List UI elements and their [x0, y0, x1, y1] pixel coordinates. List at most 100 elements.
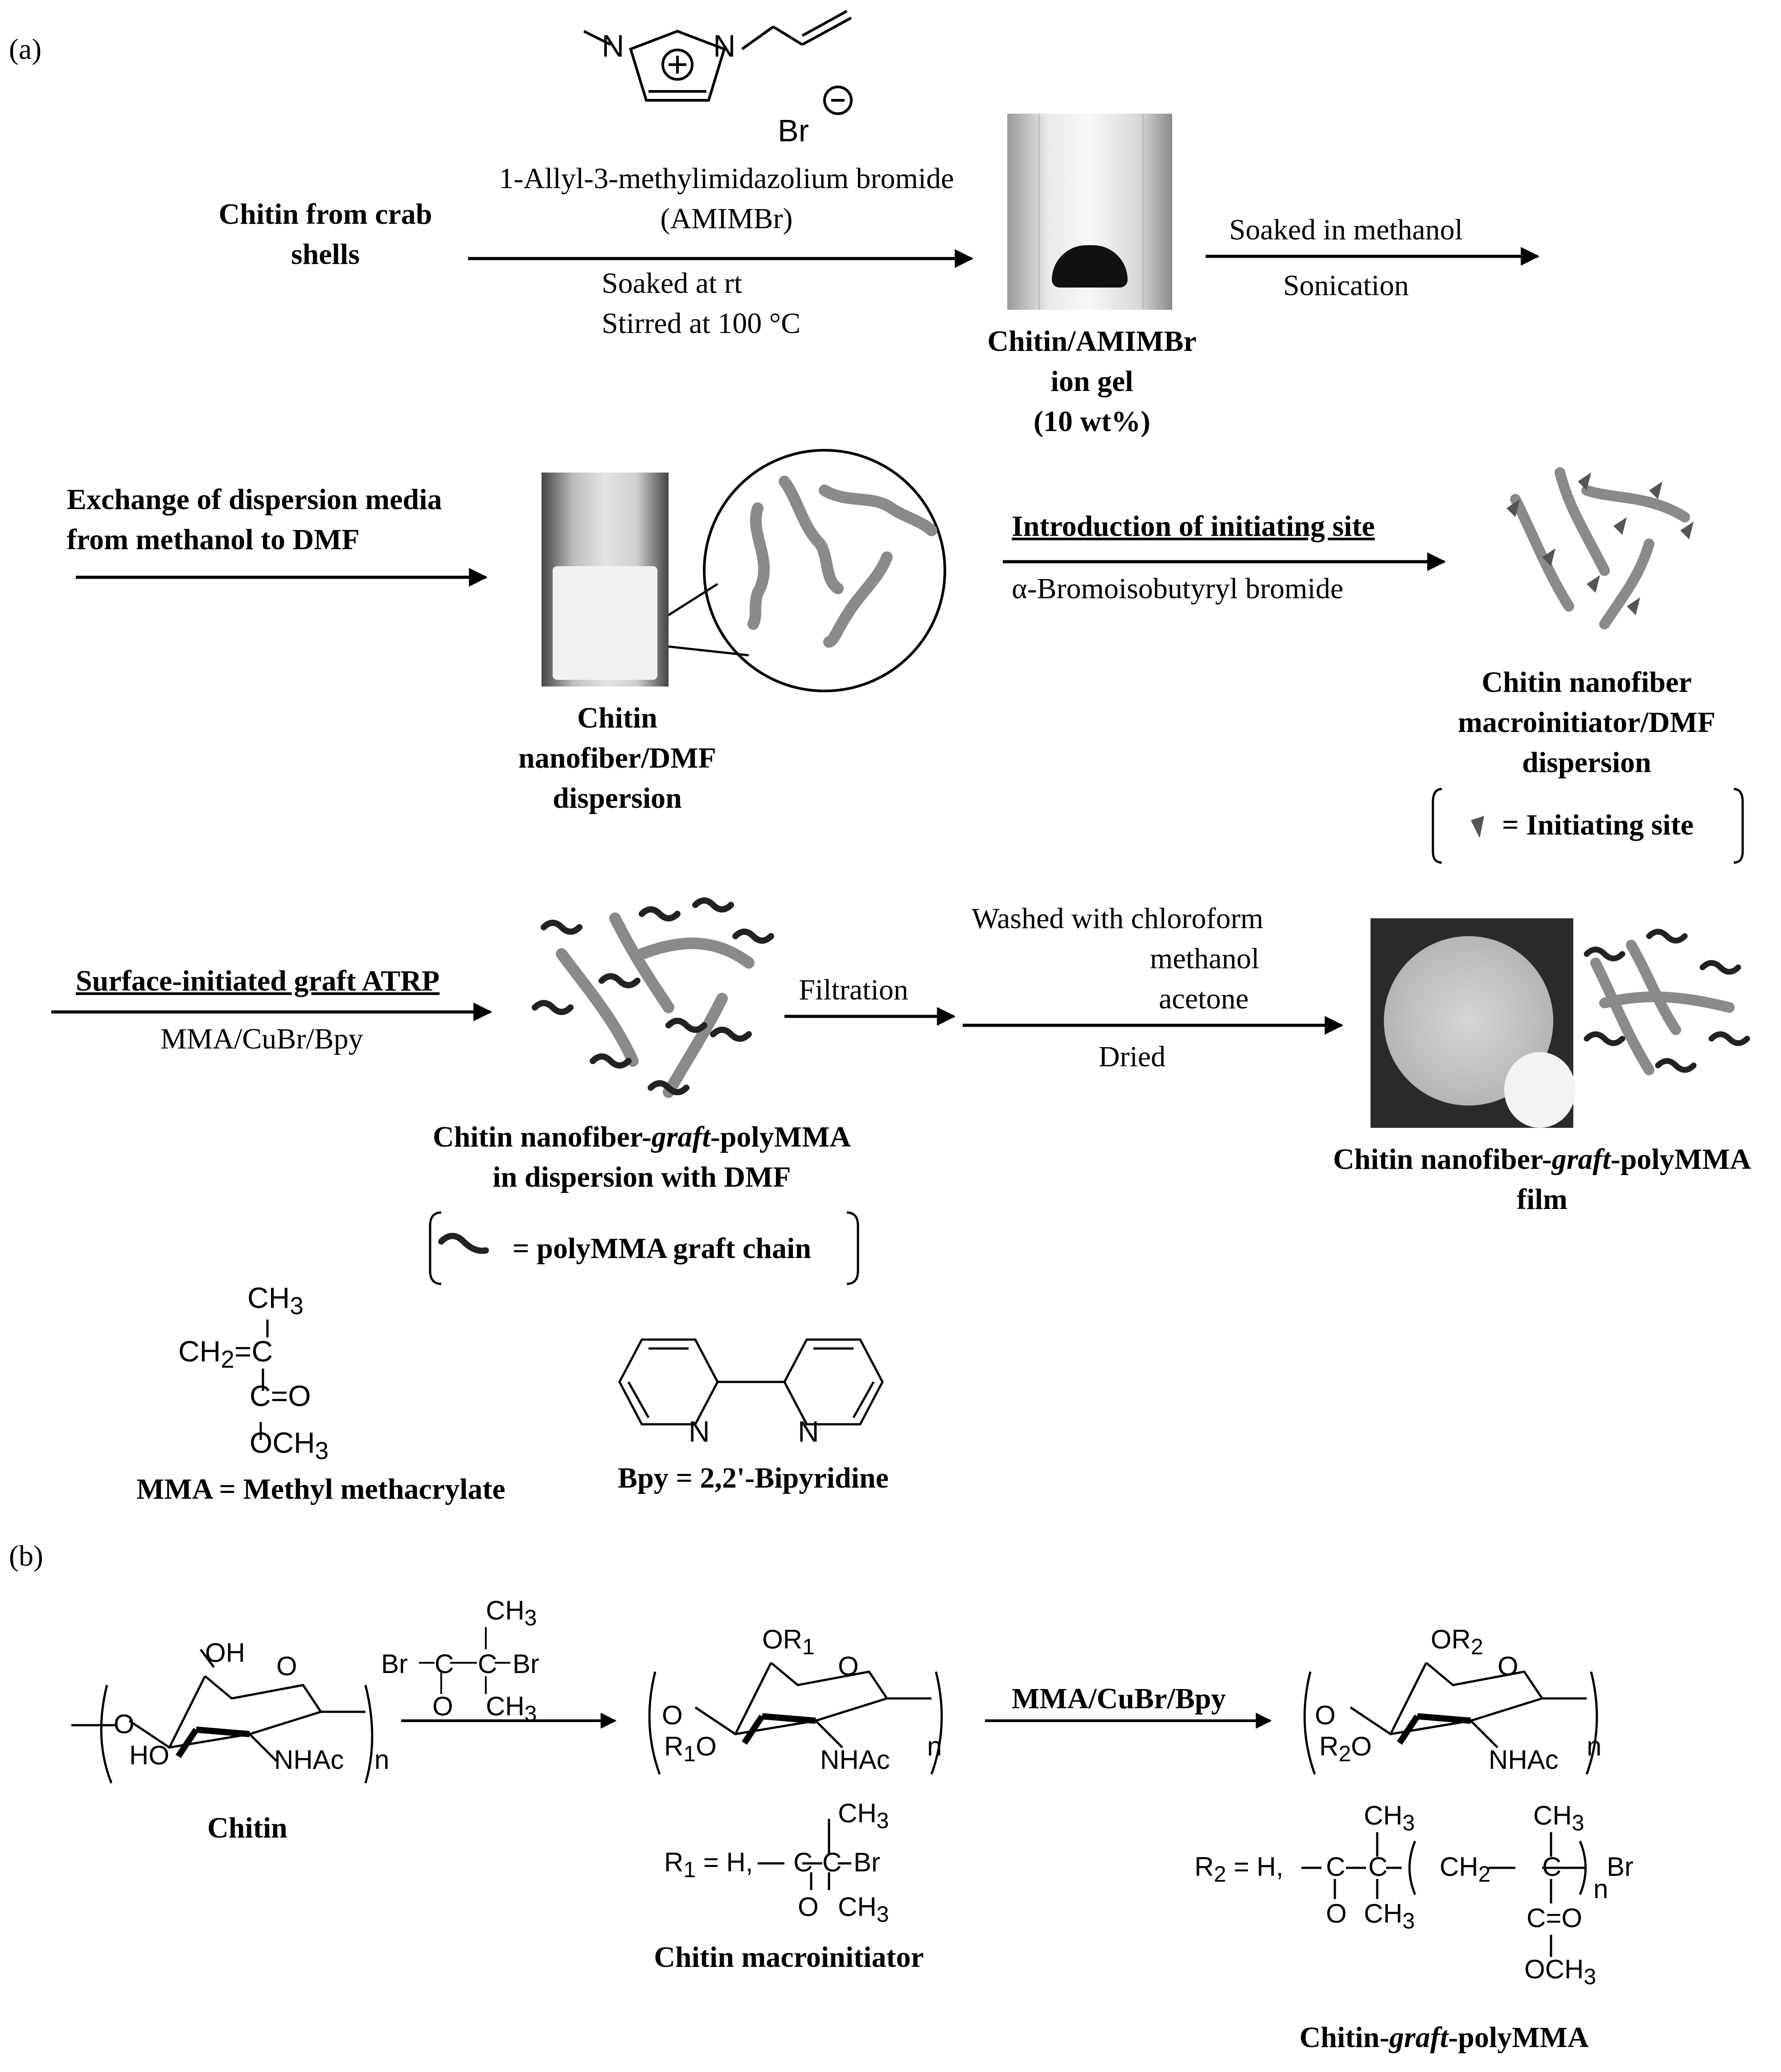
- reagent-ch3-top: CH3: [486, 1595, 537, 1630]
- r1-ch3-top: CH3: [838, 1798, 889, 1833]
- mma-ch2: CH2=C: [178, 1335, 273, 1373]
- macroinitiator-caption: Chitin macroinitiator: [654, 1941, 924, 1973]
- r2-ch3-bottom: CH3: [1364, 1899, 1415, 1933]
- graft-o-left: O: [1315, 1700, 1336, 1730]
- magnifier-circle: [703, 449, 946, 692]
- r1-o: O: [798, 1892, 819, 1922]
- dried-label: Dried: [1098, 1040, 1166, 1073]
- nanofibers: [747, 476, 937, 648]
- r2-ch3-top: CH3: [1364, 1801, 1415, 1835]
- graft-ring-o: O: [1498, 1651, 1518, 1681]
- macroinitiator-ring: [648, 1662, 943, 1890]
- chitin-o-left: O: [114, 1709, 135, 1739]
- step2-top: Soaked in methanol: [1229, 214, 1463, 246]
- macro-nhac: NHAc: [820, 1745, 890, 1775]
- graft-chain-icon: [438, 1233, 489, 1254]
- reagent-ch3-bottom: CH3: [486, 1691, 537, 1726]
- mma-structure: [259, 1320, 269, 1440]
- amimbr-n1: N: [602, 29, 624, 63]
- amimbr-abbr: (AMIMBr): [660, 202, 793, 235]
- r2-ch2: CH2: [1440, 1852, 1491, 1887]
- filtration-label: Filtration: [799, 974, 908, 1006]
- r2-n: n: [1593, 1874, 1609, 1904]
- graft-r2o: R2O: [1319, 1731, 1372, 1766]
- macroinitiator-fibers: [1506, 467, 1694, 629]
- mma-och3: OCH3: [250, 1426, 329, 1465]
- step1-condition1: Soaked at rt: [602, 267, 743, 300]
- start-material-line1: Chitin from crab: [218, 198, 432, 230]
- dmf-dispersion-line3: dispersion: [553, 782, 682, 814]
- r2-quaternary-c: C: [1368, 1852, 1388, 1882]
- reagent-br-left: Br: [381, 1649, 408, 1679]
- atrp-reagents: MMA/CuBr/Bpy: [160, 1023, 363, 1055]
- film-caption-line1: Chitin nanofiber-graft-polyMMA: [1333, 1143, 1752, 1176]
- reagent-br-right: Br: [513, 1649, 539, 1679]
- exchange-line2: from methanol to DMF: [67, 523, 360, 556]
- washed-line3: acetone: [1159, 983, 1249, 1015]
- r1-br: Br: [854, 1847, 880, 1877]
- reagent-quaternary-c: C: [478, 1649, 497, 1679]
- washed-line2: methanol: [1150, 942, 1260, 975]
- graft-ring: [1301, 1662, 1598, 1957]
- graft-nhac: NHAc: [1489, 1745, 1559, 1775]
- bpy-caption: Bpy = 2,2'-Bipyridine: [618, 1462, 889, 1494]
- graft-dispersion-line2: in dispersion with DMF: [492, 1161, 791, 1193]
- graft-or2: OR2: [1431, 1624, 1483, 1659]
- initiator-reagent: α-Bromoisobutyryl bromide: [1012, 572, 1344, 605]
- amimbr-n3: N: [713, 29, 736, 63]
- exchange-line1: Exchange of dispersion media: [67, 483, 442, 516]
- bpy-n-left: N: [689, 1415, 710, 1448]
- ion-gel-vial-photo: [1007, 114, 1172, 310]
- graft-dispersion-line1: Chitin nanofiber-graft-polyMMA: [432, 1121, 851, 1153]
- initiator-step-title: Introduction of initiating site: [1012, 510, 1375, 543]
- r1-carbonyl-c: C: [793, 1847, 813, 1877]
- panel-a-label: (a): [9, 33, 42, 66]
- washed-line1: Washed with chloroform: [972, 902, 1264, 935]
- r2-br-end: Br: [1607, 1852, 1633, 1882]
- macro-ring-o: O: [838, 1651, 859, 1681]
- bib-reagent: [419, 1627, 510, 1694]
- film-graft-bundle: [1584, 929, 1750, 1075]
- initiating-site-icon: [1471, 816, 1484, 838]
- reagent-o: O: [432, 1691, 453, 1721]
- dmf-dispersion-vial-photo: [542, 473, 669, 687]
- r2-carbonyl-c: C: [1326, 1852, 1346, 1882]
- film-photo: [1371, 918, 1576, 1128]
- macro-o-left: O: [662, 1700, 683, 1730]
- graft-caption: Chitin-graft-polyMMA: [1299, 2021, 1589, 2054]
- r1-ch3-bottom: CH3: [838, 1892, 889, 1927]
- ion-gel-line2: ion gel: [1051, 365, 1133, 398]
- mma-carbonyl: C=O: [250, 1379, 311, 1412]
- initiating-site-legend: = Initiating site: [1502, 809, 1694, 841]
- ion-gel-line3: (10 wt%): [1033, 405, 1151, 438]
- graft-chain-legend: = polyMMA graft chain: [513, 1232, 812, 1265]
- chitin-ring: [71, 1649, 373, 1784]
- chitin-n: n: [374, 1745, 390, 1775]
- r2-o: O: [1326, 1899, 1347, 1928]
- chitin-ho: HO: [129, 1740, 169, 1770]
- r1-definition: R1 = H,: [664, 1847, 753, 1882]
- atrp-step-title: Surface-initiated graft ATRP: [76, 965, 440, 997]
- mma-ch3-top: CH3: [247, 1281, 304, 1320]
- dmf-dispersion-line1: Chitin: [577, 702, 657, 734]
- amimbr-structure: [583, 10, 853, 115]
- r2-backbone-c: C: [1542, 1852, 1562, 1882]
- graft-bundle: [532, 897, 774, 1098]
- film-caption-line2: film: [1517, 1183, 1568, 1216]
- macro-or1: OR1: [762, 1624, 815, 1659]
- bpy-n-right: N: [798, 1415, 819, 1448]
- r2-backbone-ch3: CH3: [1533, 1801, 1584, 1835]
- bipyridine-structure: [618, 1338, 884, 1426]
- r1-quaternary-c: C: [822, 1847, 842, 1877]
- macro-r1o: R1O: [664, 1731, 717, 1766]
- macroinitiator-line2: macroinitiator/DMF: [1458, 706, 1715, 739]
- r2-definition: R2 = H,: [1194, 1852, 1284, 1887]
- mma-caption: MMA = Methyl methacrylate: [136, 1473, 505, 1505]
- macro-n: n: [927, 1731, 942, 1761]
- macroinitiator-line3: dispersion: [1522, 746, 1651, 779]
- chitin-caption: Chitin: [207, 1812, 287, 1844]
- graft-n: n: [1587, 1731, 1602, 1761]
- dmf-dispersion-line2: nanofiber/DMF: [518, 742, 716, 774]
- step-b2-label: MMA/CuBr/Bpy: [1012, 1682, 1226, 1715]
